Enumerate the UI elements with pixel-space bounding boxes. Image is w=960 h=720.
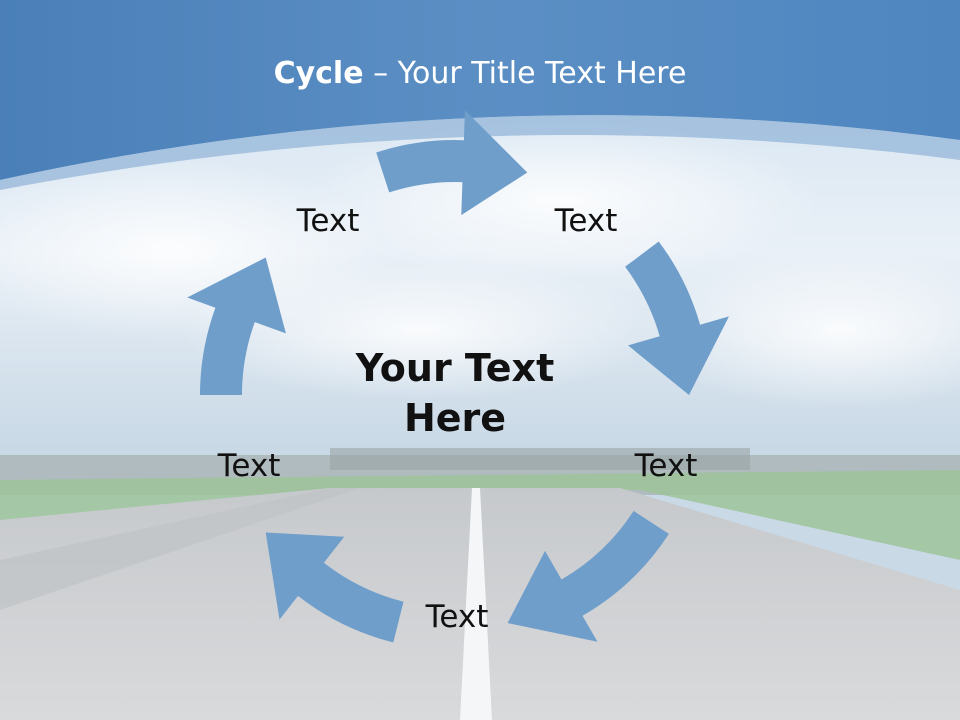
cycle-arrow-bottom-left [265,532,404,643]
cycle-label-bottom: Text [425,599,489,635]
cycle-label-right: Text [634,448,698,484]
cycle-label-left: Text [217,448,281,484]
cycle-label-top-right: Text [554,203,618,239]
title-bold-part: Cycle [273,56,364,91]
cycle-arrow-right [625,241,729,395]
cycle-arrow-left [187,257,286,395]
title-rest-part: – Your Title Text Here [363,56,687,91]
cycle-arrow-top [376,110,528,216]
cycle-label-top-left: Text [296,203,360,239]
slide-title: Cycle – Your Title Text Here [0,56,960,91]
center-text: Your Text Here [305,343,605,443]
center-text-line2: Here [403,396,507,440]
center-text-line1: Your Text [355,346,555,390]
cycle-arrow-bottom-right [507,511,669,642]
